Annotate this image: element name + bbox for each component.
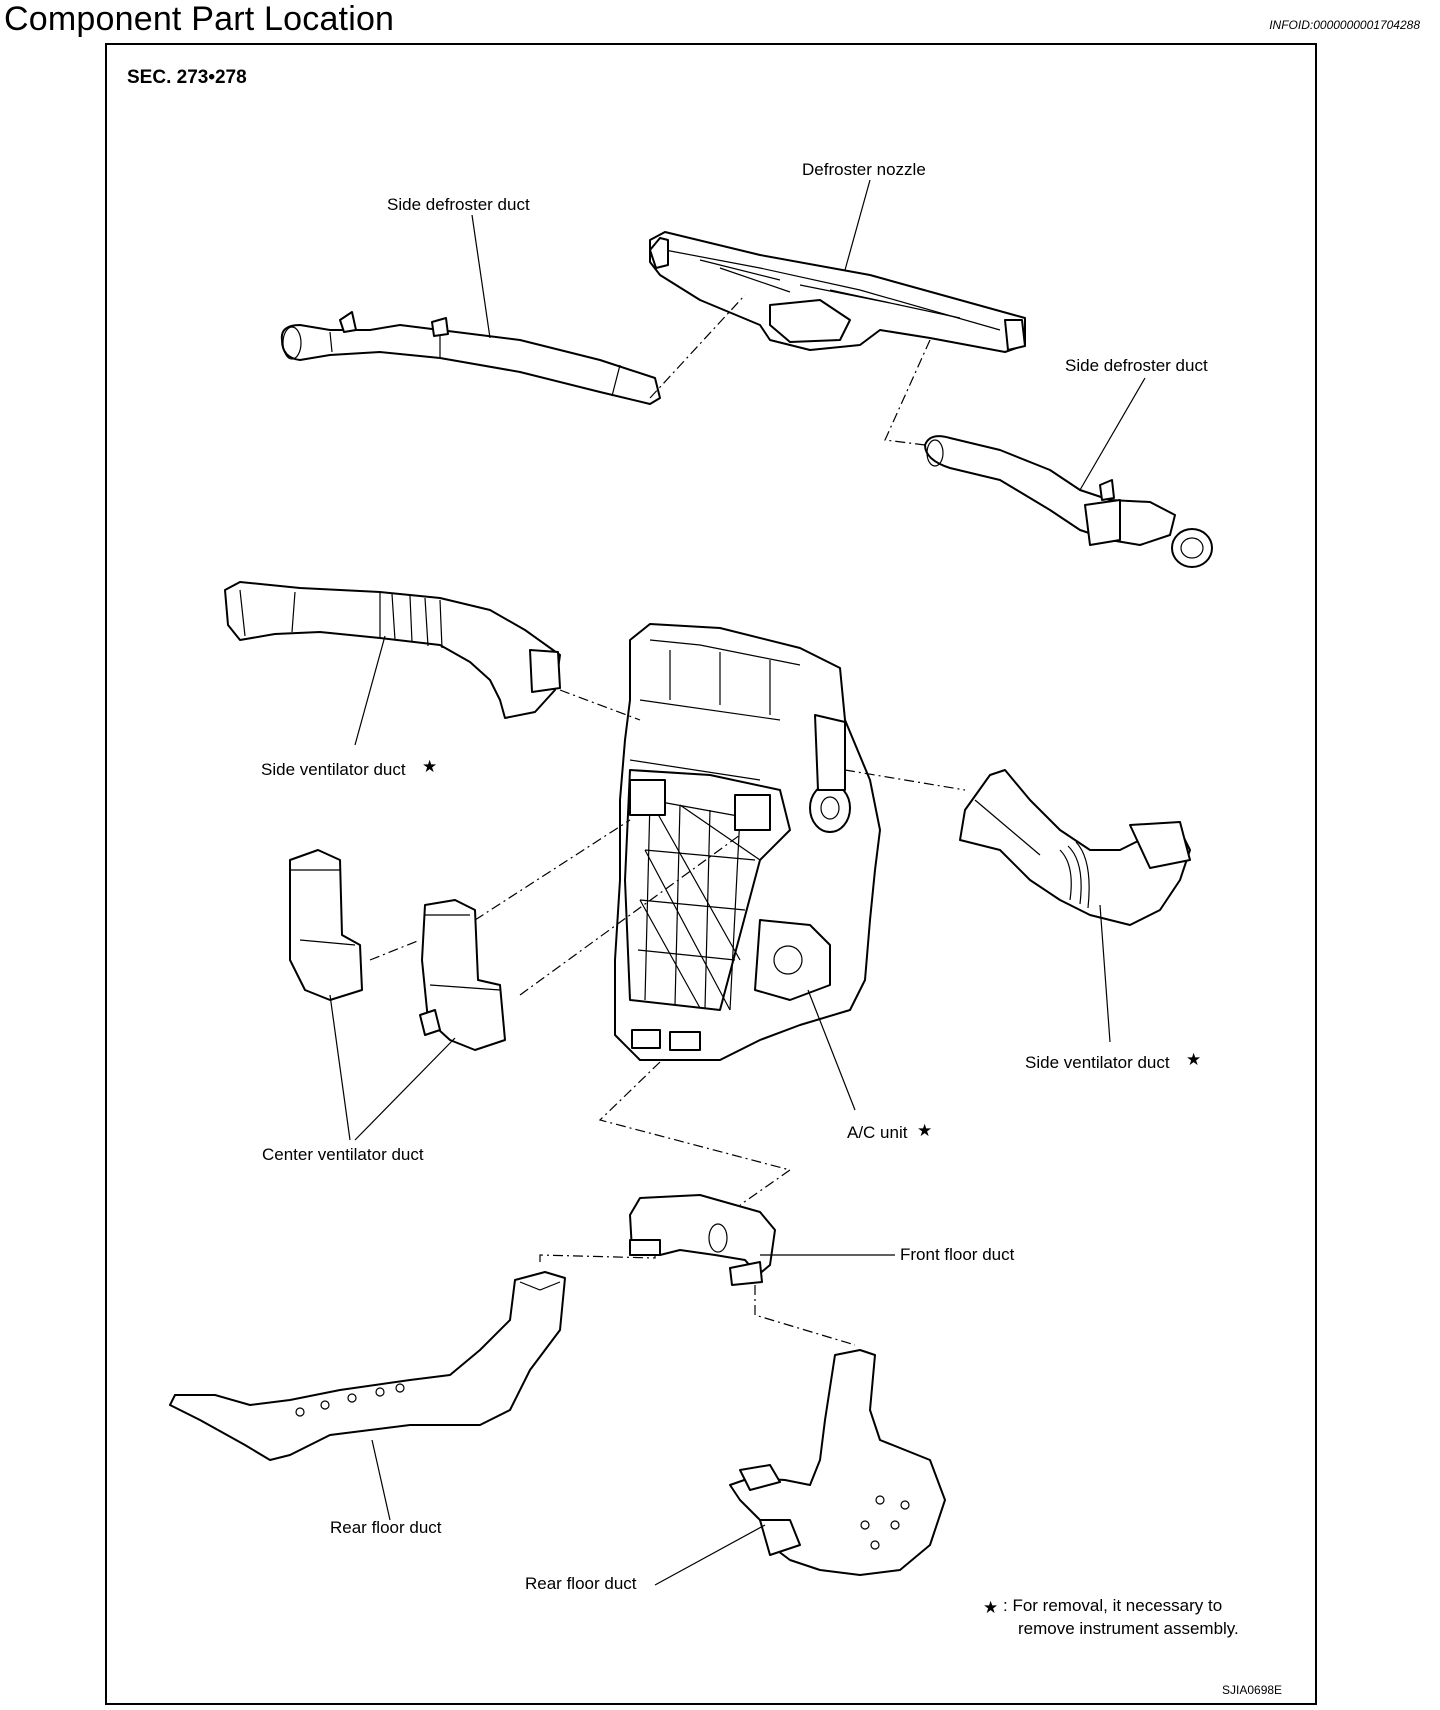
side-ventilator-duct-right-part — [959, 769, 1191, 926]
rear-floor-duct-left-part — [169, 1271, 566, 1461]
defroster-nozzle-part — [649, 231, 1026, 353]
rear-floor-duct-right-part — [729, 1349, 946, 1576]
label-defroster-nozzle: Defroster nozzle — [802, 160, 926, 179]
star-icon: ★ — [983, 1598, 998, 1617]
section-label: SEC. 273•278 — [127, 67, 247, 88]
front-floor-duct-part — [629, 1194, 776, 1286]
label-ac-unit: A/C unit — [847, 1123, 908, 1142]
note-line-2: remove instrument assembly. — [1018, 1619, 1239, 1638]
figure-code: SJIA0698E — [1222, 1683, 1282, 1697]
label-rear-floor-duct-right: Rear floor duct — [525, 1574, 637, 1593]
label-side-defroster-duct-right: Side defroster duct — [1065, 356, 1208, 375]
star-icon: ★ — [422, 757, 437, 776]
label-rear-floor-duct-left: Rear floor duct — [330, 1518, 442, 1537]
label-side-defroster-duct-left: Side defroster duct — [387, 195, 530, 214]
label-front-floor-duct: Front floor duct — [900, 1245, 1015, 1264]
label-side-ventilator-duct-right: Side ventilator duct — [1025, 1053, 1170, 1072]
side-defroster-duct-right-part — [924, 435, 1213, 568]
leader-lines — [329, 179, 1146, 1586]
star-icon: ★ — [1186, 1050, 1201, 1069]
note-line-1: : For removal, it necessary to — [1003, 1596, 1222, 1615]
label-side-ventilator-duct-left: Side ventilator duct — [261, 760, 406, 779]
ac-unit-part — [614, 623, 881, 1061]
info-id: INFOID:0000000001704288 — [1269, 18, 1420, 32]
page-title: Component Part Location — [4, 0, 395, 38]
side-ventilator-duct-left-part — [224, 581, 561, 719]
label-center-ventilator-duct: Center ventilator duct — [262, 1145, 424, 1164]
star-icon: ★ — [917, 1121, 932, 1140]
center-ventilator-duct-part — [289, 849, 506, 1051]
diagram-frame — [105, 43, 1317, 1705]
connection-lines — [369, 294, 966, 1346]
side-defroster-duct-left-part — [280, 311, 661, 405]
